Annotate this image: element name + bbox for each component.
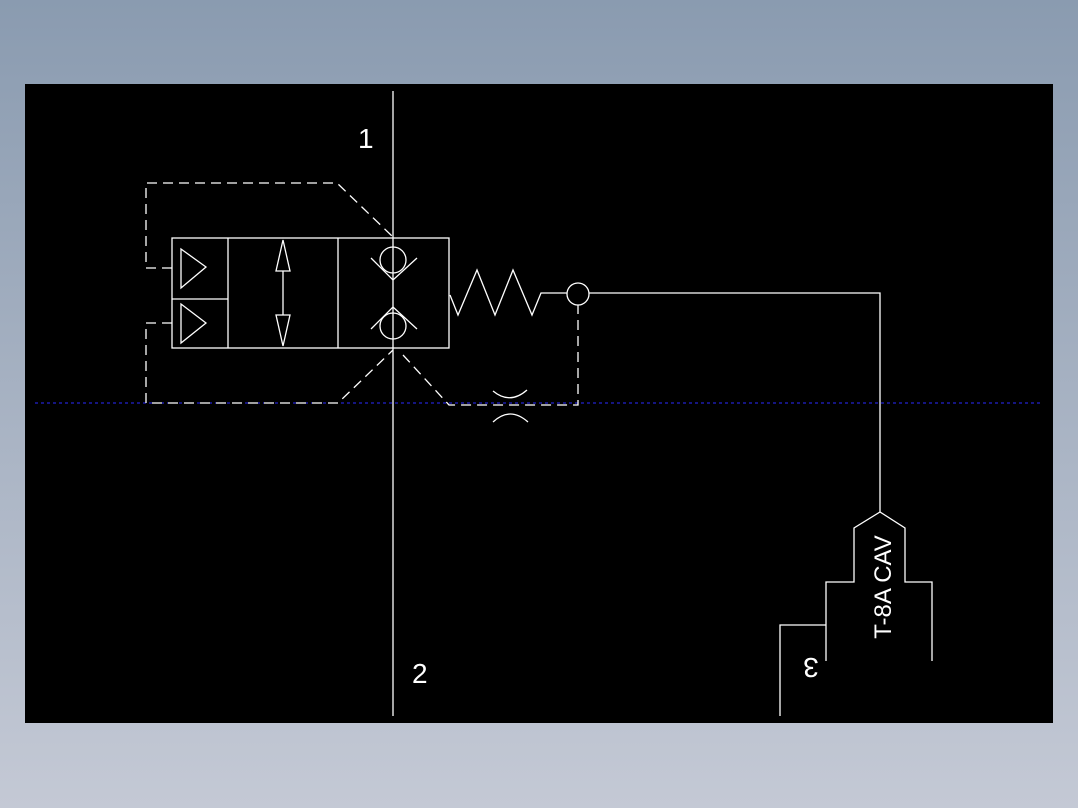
pilot-triangle-icon: [180, 302, 208, 345]
cavity-label: T-8A CAV: [870, 535, 897, 639]
pilot-line-bottom: [145, 322, 394, 404]
double-arrow-icon: [275, 239, 291, 347]
drain-line: [402, 305, 579, 406]
orifice-icon: [492, 389, 529, 423]
junction-icon: [566, 282, 590, 306]
check-valve-icon: [370, 306, 418, 340]
port-label-2: 2: [412, 658, 428, 689]
cavity-outline: [779, 511, 933, 716]
cavity-port-label: 3: [803, 652, 819, 683]
signal-line: [589, 292, 881, 512]
valve-body: [171, 237, 450, 349]
port-label-1: 1: [358, 123, 374, 154]
check-valve-icon: [370, 246, 418, 281]
spring-icon: [449, 268, 567, 317]
pilot-line-top: [145, 182, 394, 269]
pilot-triangle-icon: [180, 247, 208, 290]
